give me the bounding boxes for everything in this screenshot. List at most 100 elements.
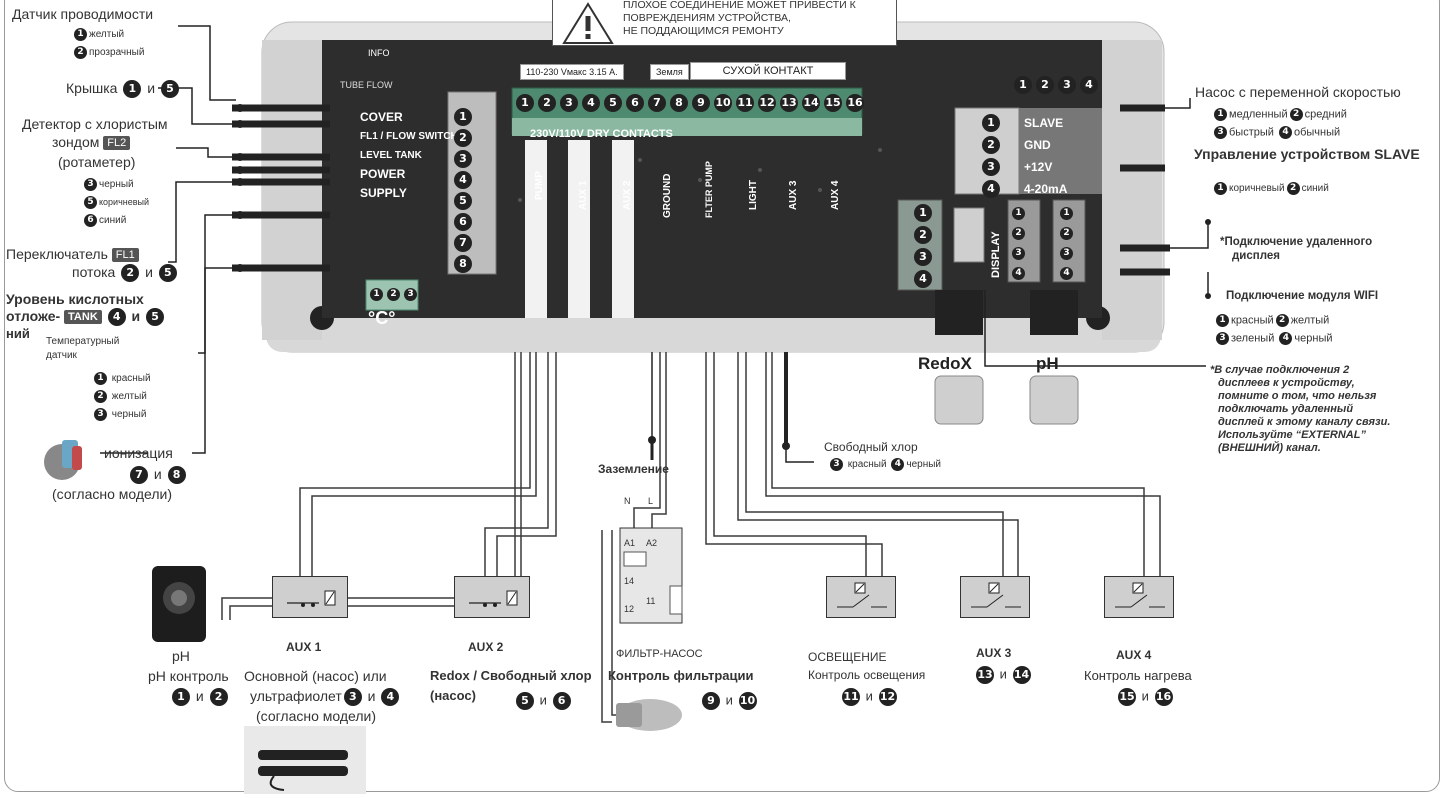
relay-symbol-icon (971, 582, 1021, 608)
sl-term-12v: +12V (1024, 160, 1053, 174)
note-line: помните о том, что нельзя (1218, 390, 1377, 402)
header-dry-contact: СУХОЙ КОНТАКТ (690, 62, 846, 80)
lt-num-2: 2 (454, 128, 472, 147)
num-icon: 3 (1214, 126, 1227, 139)
cond-color-1: желтый (89, 29, 125, 41)
ph-label: pH (1036, 354, 1059, 373)
wf-4: черный (1294, 332, 1333, 345)
display-note: *В случае подключения 2 дисплеев к устро… (1210, 364, 1390, 455)
temp-num-2: 2 (387, 288, 400, 302)
slave-pin-numbers: 1 2 3 4 (980, 112, 1002, 200)
num-icon: 4 (1279, 332, 1293, 345)
num-icon: 6 (84, 214, 97, 227)
light-num-2: 12 (878, 688, 897, 706)
temp-color-1: красный (111, 373, 151, 385)
tt-num: 7 (648, 94, 666, 112)
flow-switch-line2: потока 2 и 5 (72, 264, 179, 283)
tt-num: 16 (846, 94, 864, 112)
acid-line3: ний (6, 326, 30, 341)
note-line: дисплей к этому каналу связи. (1218, 416, 1391, 428)
board-aux3: AUX 3 (788, 180, 799, 210)
tt-num: 9 (692, 94, 710, 112)
rs-pin: 1 (1012, 207, 1025, 221)
sl-term-slave: SLAVE (1024, 116, 1064, 130)
rs-pin: 4 (1060, 267, 1073, 281)
remote-display-line2: дисплея (1232, 250, 1280, 262)
cover-text: Крышка (66, 80, 118, 96)
board-aux2: AUX 2 (622, 180, 633, 210)
tube-flow-label: TUBE FLOW (340, 80, 393, 90)
tt-num: 15 (824, 94, 842, 112)
contactor-14: 14 (624, 576, 635, 586)
sl-1: коричневый (1229, 183, 1285, 195)
cover-num-1: 1 (123, 80, 142, 99)
flow-num-1: 2 (121, 264, 140, 283)
num-icon: 4 (1278, 126, 1292, 139)
uv-lamp-icon (258, 750, 348, 791)
aux4-num-1: 15 (1118, 688, 1136, 706)
sl-top-num: 4 (1080, 76, 1098, 94)
tt-num: 1 (516, 94, 534, 112)
relay-symbol-icon (287, 590, 336, 607)
rs-pin: 4 (1012, 267, 1025, 281)
tt-num: 5 (604, 94, 622, 112)
fc-3: красный (847, 459, 887, 471)
sl-2: синий (1301, 183, 1329, 195)
remote-display-line1: *Подключение удаленного (1220, 236, 1373, 248)
lt-num-8: 8 (454, 254, 472, 273)
num-icon: 1 (1214, 182, 1227, 195)
pv-4: обычный (1293, 126, 1341, 139)
board-band: 230V/110V DRY CONTACTS (530, 128, 673, 140)
num-icon: 5 (84, 196, 97, 209)
lb-tank: LEVEL TANK (360, 150, 422, 161)
aux1-and: и (367, 688, 376, 704)
free-chlorine-title: Свободный хлор (824, 440, 918, 454)
acid-num-2: 5 (146, 308, 165, 327)
contactor-12: 12 (624, 604, 635, 614)
aux2-nums: 5 и 6 (514, 692, 573, 710)
pv-3: быстрый (1229, 126, 1274, 139)
tt-num: 3 (560, 94, 578, 112)
aux1-line1: Основной (насос) или (244, 668, 387, 684)
aux2-line2: (насос) (430, 688, 476, 703)
relay-symbol-icon (837, 582, 887, 608)
pv-2: средний (1304, 108, 1347, 121)
cover-label: Крышка 1 и 5 (66, 80, 181, 99)
temp-sensor-line2: датчик (46, 350, 77, 361)
sl-top-num: 2 (1036, 76, 1054, 94)
board-aux1: AUX 1 (578, 180, 589, 210)
relay-light (826, 576, 896, 618)
aux2-num-2: 6 (552, 692, 571, 710)
aux3-and: и (999, 666, 1007, 682)
variable-pump-title: Насос с переменной скоростью (1195, 84, 1401, 100)
slave-control-title: Управление устройством SLAVE (1194, 146, 1420, 162)
temp-unit-label: °C° (368, 308, 396, 328)
light-line1: Контроль освещения (808, 668, 926, 682)
relay-aux2 (454, 576, 530, 618)
lb-power: POWER (360, 167, 406, 181)
lb-supply: SUPPLY (360, 186, 407, 200)
filter-pump-nums: 9 и 10 (700, 692, 759, 710)
slave-terms: SLAVE GND +12V 4-20mA (1024, 112, 1067, 200)
fc-4: черный (906, 459, 941, 471)
acid-tag: TANK (64, 310, 102, 325)
tt-num: 10 (714, 94, 732, 112)
acid-line2: отложе- TANK 4 и 5 (6, 308, 166, 327)
redox-label: RedoX (918, 354, 972, 373)
relay-aux3 (960, 576, 1030, 618)
warning-box: ПЛОХОЕ СОЕДИНЕНИЕ МОЖЕТ ПРИВЕСТИ К ПОВРЕ… (552, 0, 897, 46)
left-terminal-numbers: 1 2 3 4 5 6 7 8 (452, 106, 474, 274)
rs485-pins-a: 1 2 3 4 (1010, 204, 1027, 284)
rs-pin: 2 (1060, 227, 1073, 241)
aux1-title: AUX 1 (286, 640, 322, 654)
cover-and: и (147, 80, 156, 96)
aux2-and: и (539, 692, 547, 708)
pw-pin: 2 (914, 225, 932, 244)
